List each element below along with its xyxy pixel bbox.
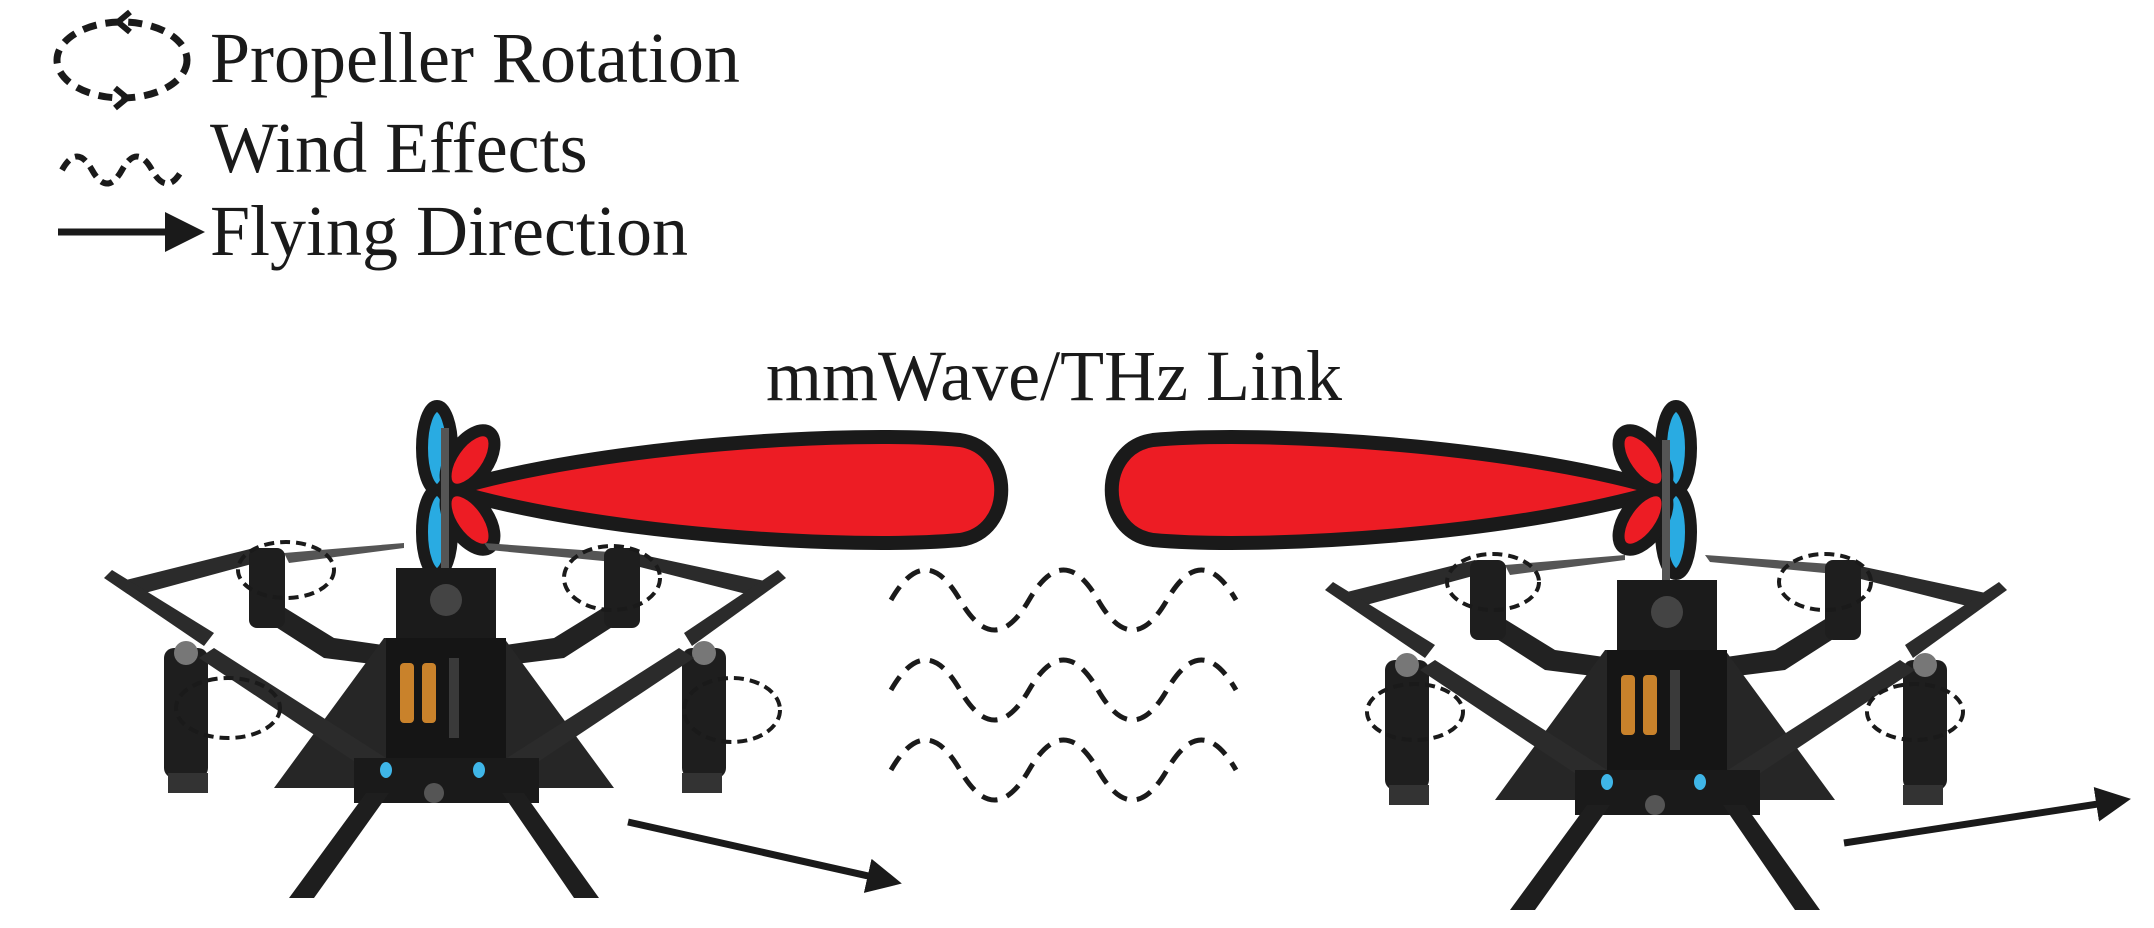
dashed-wave-icon <box>59 153 185 187</box>
wind-wave <box>891 660 1236 720</box>
legend-item-propeller-rotation: Propeller Rotation <box>53 9 740 111</box>
legend-item-wind-effects: Wind Effects <box>59 108 588 188</box>
link-label: mmWave/THz Link <box>766 336 1342 416</box>
right-drone <box>1325 440 2007 910</box>
legend-label-flying-direction: Flying Direction <box>210 191 688 271</box>
propeller-rotation-indicators <box>1365 552 1965 742</box>
legend-label-propeller-rotation: Propeller Rotation <box>210 18 740 98</box>
propeller-rotation-icon <box>682 676 782 744</box>
left-drone <box>104 428 786 898</box>
propeller-rotation-icon <box>562 544 662 612</box>
propeller-rotation-icon <box>236 540 336 600</box>
legend: Propeller Rotation Wind Effects Flying D… <box>53 9 740 271</box>
wind-wave <box>891 570 1236 630</box>
wind-effects <box>891 570 1236 800</box>
dashed-rotation-ellipse-icon <box>53 9 191 111</box>
right-antenna-beam <box>1112 406 1691 574</box>
propeller-rotation-icon <box>1865 682 1965 742</box>
propeller-rotation-indicators <box>174 540 782 744</box>
legend-label-wind-effects: Wind Effects <box>210 108 588 188</box>
propeller-rotation-icon <box>1445 552 1541 612</box>
wind-wave <box>891 740 1236 800</box>
right-flying-direction-arrow <box>1843 786 2131 847</box>
propeller-rotation-icon <box>174 676 282 740</box>
propeller-rotation-icon <box>1365 682 1465 742</box>
legend-item-flying-direction: Flying Direction <box>58 191 688 271</box>
arrow-right-icon <box>58 212 205 252</box>
left-flying-direction-arrow <box>627 818 902 893</box>
propeller-rotation-icon <box>1777 552 1873 612</box>
